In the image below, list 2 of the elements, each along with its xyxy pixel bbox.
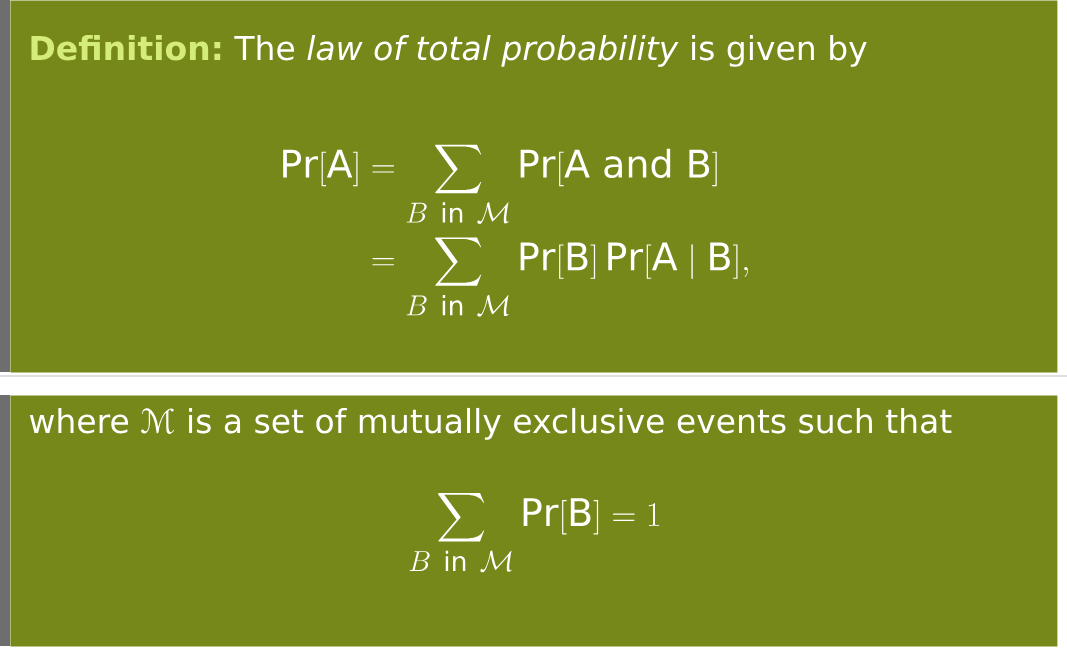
definition-panel: Definition: The law of total probability is given by $\begin{aligned}\mathrm{Pr}[\mathrm{A}] &= \sum_{B \mathrm{\ in\ } \mathcal{M}} \mathrm{Pr}[\mathrm{A\ and\ B}] \\ &= \sum_{B \mathrm{\ in\ } \mathcal{M}} \mathrm{Pr}[\mathrm{B}]\,\mathrm{Pr}[\mathrm{A} \mid \mathrm{B}],\end{aligned}$ bbox=[10, 0, 1058, 373]
definition-panel: where ℳ is a set of mutually exclusive events such that $\sum_{B \mathrm{\ in\ } \mathcal{M}} \mathrm{Pr}[\mathrm{B}] = 1$ bbox=[10, 395, 1058, 647]
